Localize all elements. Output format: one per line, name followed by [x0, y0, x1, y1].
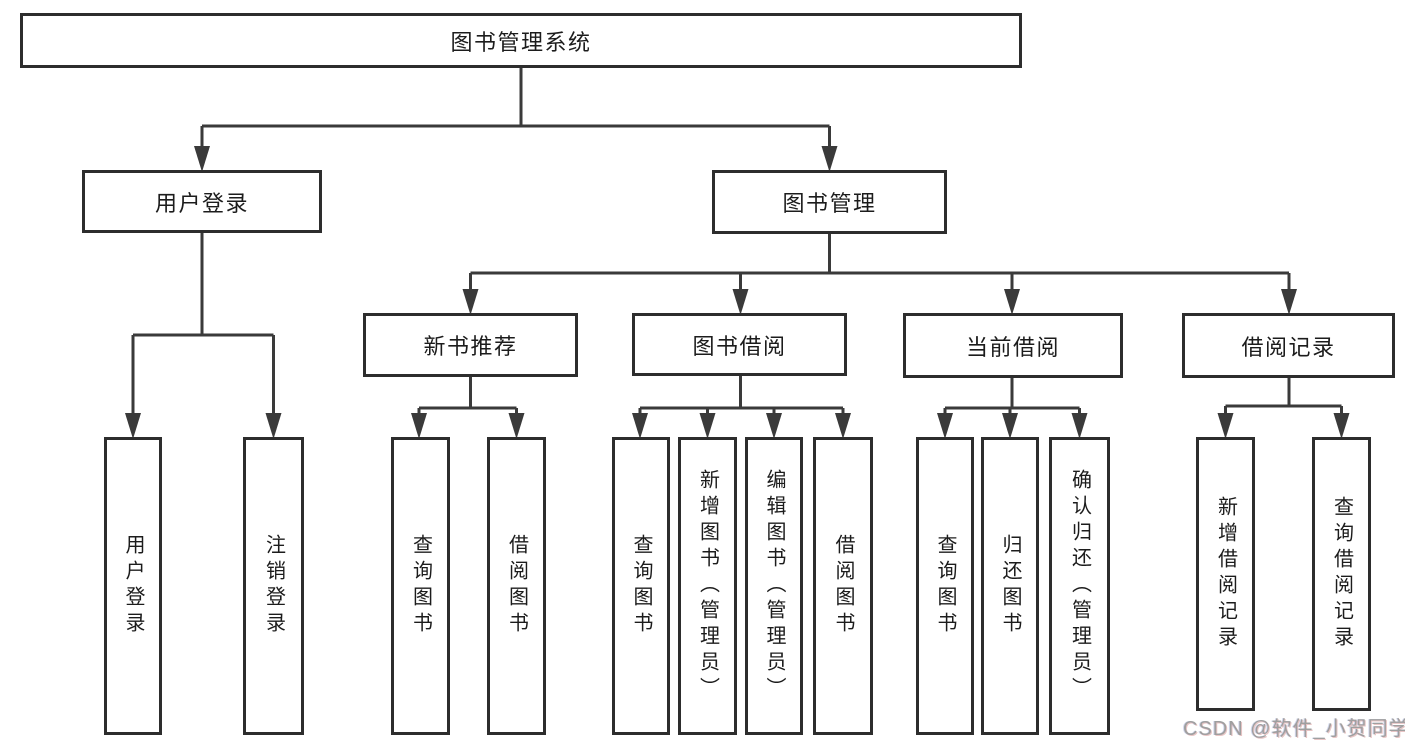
- leaf-user-login: 用户登录: [104, 437, 162, 735]
- node-root-label: 图书管理系统: [450, 29, 592, 55]
- arrowheads: [125, 146, 1350, 439]
- leaf-logout-label: 注销登录: [262, 534, 285, 638]
- node-borrow-records: 借阅记录: [1182, 313, 1395, 378]
- node-user-login-label: 用户登录: [154, 190, 249, 216]
- leaf-query-books-borrow: 查询图书: [612, 437, 670, 735]
- leaf-add-borrow-record-label: 新增借阅记录: [1214, 496, 1237, 652]
- leaf-borrow-books-label: 借阅图书: [832, 534, 854, 638]
- leaf-edit-books-admin-label: 编辑图书（管理员）: [763, 469, 785, 703]
- leaf-user-login-label: 用户登录: [122, 534, 144, 638]
- leaf-confirm-return-admin: 确认归还（管理员）: [1049, 437, 1110, 735]
- leaf-query-books-current: 查询图书: [916, 437, 974, 735]
- node-book-management-label: 图书管理: [782, 191, 877, 216]
- leaf-query-borrow-record: 查询借阅记录: [1312, 437, 1371, 711]
- leaf-borrow-books-recommend-label: 借阅图书: [505, 534, 528, 638]
- leaf-add-borrow-record: 新增借阅记录: [1196, 437, 1255, 711]
- leaf-return-books-label: 归还图书: [999, 534, 1021, 638]
- node-root: 图书管理系统: [20, 13, 1022, 68]
- leaf-return-books: 归还图书: [981, 437, 1039, 735]
- node-new-book-recommend-label: 新书推荐: [423, 334, 518, 359]
- csdn-watermark: CSDN @软件_小贺同学: [1183, 718, 1405, 740]
- leaf-add-books-admin: 新增图书（管理员）: [678, 437, 737, 735]
- node-current-borrow: 当前借阅: [903, 313, 1123, 378]
- leaf-query-books-borrow-label: 查询图书: [630, 534, 652, 638]
- leaf-borrow-books-recommend: 借阅图书: [487, 437, 546, 735]
- node-new-book-recommend: 新书推荐: [363, 313, 578, 377]
- leaf-borrow-books: 借阅图书: [813, 437, 873, 735]
- leaf-add-books-admin-label: 新增图书（管理员）: [696, 469, 719, 703]
- leaf-edit-books-admin: 编辑图书（管理员）: [745, 437, 803, 735]
- node-book-borrow-label: 图书借阅: [692, 333, 787, 359]
- leaf-query-books-recommend: 查询图书: [391, 437, 450, 735]
- leaf-query-books-recommend-label: 查询图书: [409, 534, 432, 638]
- node-book-management: 图书管理: [712, 170, 947, 234]
- leaf-query-borrow-record-label: 查询借阅记录: [1330, 496, 1353, 652]
- node-borrow-records-label: 借阅记录: [1241, 334, 1336, 360]
- node-current-borrow-label: 当前借阅: [965, 334, 1060, 360]
- node-user-login: 用户登录: [82, 170, 322, 233]
- leaf-query-books-current-label: 查询图书: [934, 534, 956, 638]
- node-book-borrow: 图书借阅: [632, 313, 847, 376]
- leaf-logout: 注销登录: [243, 437, 304, 735]
- leaf-confirm-return-admin-label: 确认归还（管理员）: [1068, 469, 1091, 703]
